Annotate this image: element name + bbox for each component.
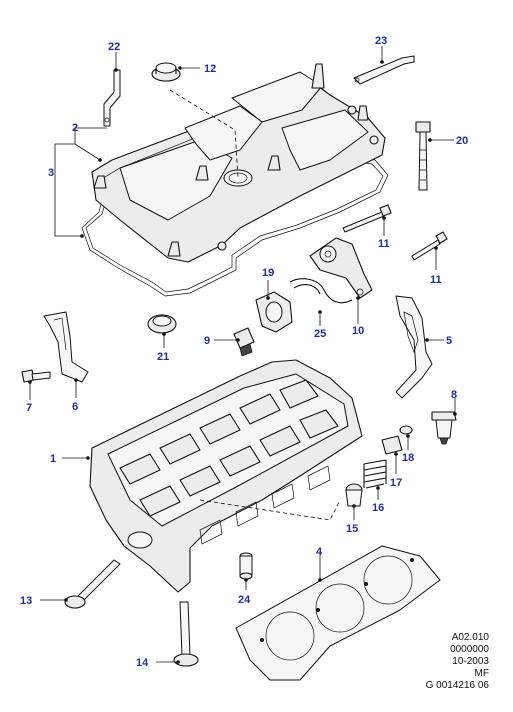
callout-14: 14 xyxy=(136,657,149,669)
leader-lines xyxy=(28,46,457,664)
callout-20: 20 xyxy=(456,135,468,147)
callout-22: 22 xyxy=(108,41,120,53)
drawing-serial: 0000000 xyxy=(450,644,489,655)
drawing-reference-block: A02.010 0000000 10-2003 MF G 0014216 06 xyxy=(426,632,489,692)
callout-17: 17 xyxy=(390,477,402,489)
callout-3: 3 xyxy=(48,167,54,179)
callout-11a: 11 xyxy=(378,238,390,250)
bracket-5 xyxy=(395,295,433,399)
seal-19 xyxy=(255,291,293,333)
oil-seal-21 xyxy=(147,314,177,334)
callout-18: 18 xyxy=(402,452,414,464)
bolt-7 xyxy=(21,369,51,383)
callout-10: 10 xyxy=(352,325,364,337)
valve-13 xyxy=(64,559,121,609)
drawing-section-code: A02.010 xyxy=(451,632,489,643)
sensor-9 xyxy=(233,327,255,357)
valve-14 xyxy=(173,601,199,667)
bracket-22 xyxy=(103,69,121,127)
drawing-number: G 0014216 06 xyxy=(425,680,489,691)
callout-7: 7 xyxy=(26,402,32,414)
cylinder-head xyxy=(89,359,363,593)
hose-clip-25 xyxy=(289,278,353,304)
sensor-8 xyxy=(431,411,457,445)
bracket-23 xyxy=(353,55,415,85)
callout-12: 12 xyxy=(204,63,216,75)
valve-spring-16 xyxy=(363,459,387,489)
callout-13: 13 xyxy=(20,595,32,607)
callout-19: 19 xyxy=(262,267,274,279)
valve-seal-18 xyxy=(399,425,413,435)
callout-15: 15 xyxy=(346,523,358,535)
callout-2: 2 xyxy=(72,122,78,134)
callout-24: 24 xyxy=(238,594,251,606)
head-gasket xyxy=(235,545,441,681)
dowel-24 xyxy=(239,552,253,580)
bracket-6 xyxy=(43,311,89,383)
callout-25: 25 xyxy=(314,328,326,340)
callout-9: 9 xyxy=(204,335,210,347)
spring-seat-17 xyxy=(381,435,403,455)
callout-8: 8 xyxy=(451,389,457,401)
callout-16: 16 xyxy=(372,502,384,514)
callout-23: 23 xyxy=(375,35,387,47)
callout-1: 1 xyxy=(50,453,56,465)
callout-6: 6 xyxy=(72,401,78,413)
callout-5: 5 xyxy=(446,335,452,347)
bolt-20 xyxy=(415,121,431,191)
valve-cover xyxy=(91,63,386,263)
callout-4: 4 xyxy=(316,546,323,558)
bolts-11 xyxy=(342,204,448,261)
mount-bracket-10 xyxy=(309,237,373,299)
oil-filler-cap xyxy=(151,62,181,82)
drawing-date: 10-2003 xyxy=(452,656,489,667)
drawing-author: MF xyxy=(474,668,489,679)
callout-21: 21 xyxy=(157,351,169,363)
valve-tappet-15 xyxy=(345,483,363,507)
callout-11b: 11 xyxy=(430,274,442,286)
callout-labels: 1 2 3 4 5 6 7 8 9 10 11 11 12 13 14 15 1… xyxy=(20,35,468,669)
